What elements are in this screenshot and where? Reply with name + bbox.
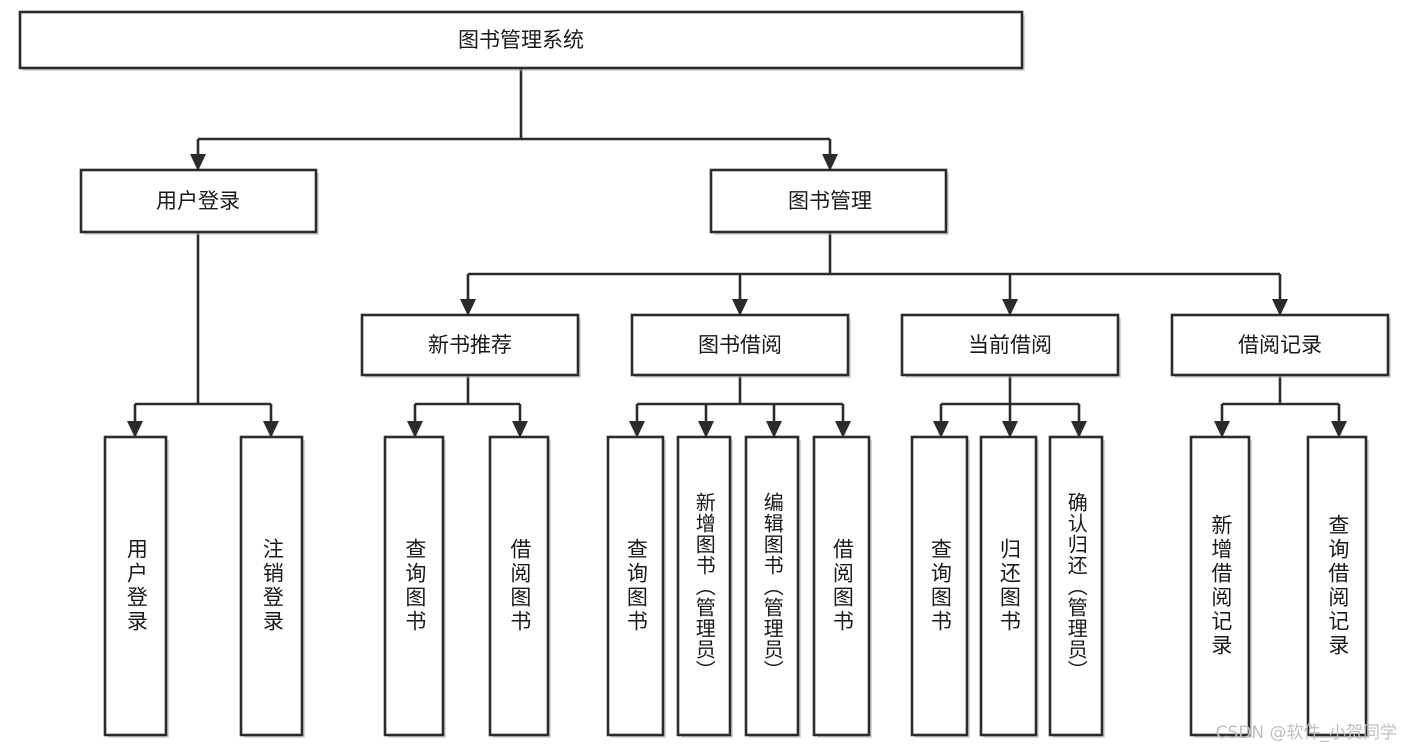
node-book-borrow-label: 图书借阅 [698,333,782,357]
watermark-text: CSDN @软件_小贺同学 [1215,723,1397,743]
arrow-to-currentborrow-leaf-3 [1071,421,1087,438]
node-leaf-br-add[interactable] [1189,435,1252,738]
node-leaf-br-query[interactable] [1306,435,1369,738]
arrow-to-bookborrow-leaf-2 [698,421,714,438]
node-leaf-bb-query[interactable] [606,435,666,738]
arrow-to-bookborrow-leaf-4 [835,421,851,438]
connector-layer [127,68,1347,438]
node-leaf-bb-borrow[interactable] [812,435,872,738]
node-leaf-user-login[interactable] [103,435,169,738]
node-book-borrow[interactable]: 图书借阅 [630,313,851,378]
arrow-to-currentborrow-leaf-1 [933,421,949,438]
arrow-to-newbook-leaf-2 [512,421,528,438]
arrow-to-bookborrow-leaf-1 [629,421,645,438]
arrow-to-current-borrow [1002,299,1018,316]
node-leaf-newbook-query[interactable] [383,435,446,738]
node-root[interactable]: 图书管理系统 [18,10,1025,71]
node-book-manage-label: 图书管理 [788,189,872,213]
node-leaf-newbook-borrow[interactable] [488,435,551,738]
node-leaf-bb-add[interactable] [676,435,733,738]
arrow-to-borrowrecord-leaf-1 [1214,421,1230,438]
node-leaf-logout[interactable] [239,435,305,738]
arrow-to-new-book [460,299,476,316]
node-root-label: 图书管理系统 [458,28,584,52]
node-leaf-bb-edit[interactable] [744,435,801,738]
node-new-book-recommend[interactable]: 新书推荐 [360,313,581,378]
arrow-to-leaf-user-login [127,421,143,438]
node-current-borrow[interactable]: 当前借阅 [900,313,1121,378]
node-new-book-recommend-label: 新书推荐 [428,333,512,357]
node-leaf-cb-return[interactable] [979,435,1039,738]
node-user-login[interactable]: 用户登录 [79,168,319,235]
node-leaf-cb-query[interactable] [910,435,970,738]
arrow-to-newbook-leaf-1 [407,421,423,438]
arrow-to-borrow-record [1272,299,1288,316]
node-user-login-label: 用户登录 [156,189,240,213]
arrow-to-bookborrow-leaf-3 [766,421,782,438]
arrow-to-user-login [190,154,206,171]
arrow-to-leaf-logout [263,421,279,438]
node-borrow-record[interactable]: 借阅记录 [1170,313,1391,378]
node-current-borrow-label: 当前借阅 [968,333,1052,357]
arrow-to-currentborrow-leaf-2 [1002,421,1018,438]
node-layer: 图书管理系统 用户登录 图书管理 新书推荐 [18,10,1391,738]
arrow-to-borrowrecord-leaf-2 [1331,421,1347,438]
arrow-to-book-manage [822,154,838,171]
arrow-to-book-borrow [732,299,748,316]
node-borrow-record-label: 借阅记录 [1238,333,1322,357]
node-leaf-cb-confirm[interactable] [1048,435,1105,738]
node-book-manage[interactable]: 图书管理 [709,168,949,235]
